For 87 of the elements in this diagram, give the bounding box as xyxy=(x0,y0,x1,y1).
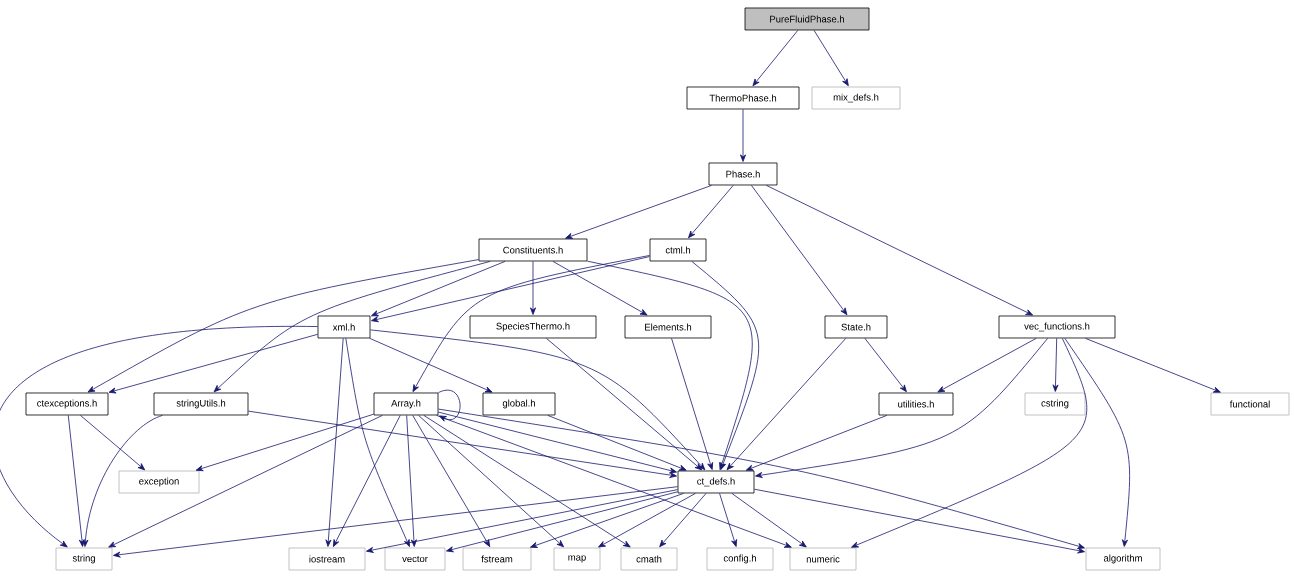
file-box: utilities.h xyxy=(878,392,954,416)
arrow xyxy=(851,338,1087,548)
arrow xyxy=(325,338,344,547)
file-box: Elements.h xyxy=(624,315,712,339)
arrow xyxy=(80,415,146,471)
arrow xyxy=(438,408,1085,549)
arrow xyxy=(731,493,807,548)
arrow xyxy=(371,256,650,323)
arrow xyxy=(565,185,712,239)
arrow xyxy=(371,261,506,317)
file-box: string xyxy=(55,547,113,571)
arrow xyxy=(587,260,753,470)
file-box: cstring xyxy=(1024,392,1086,416)
arrow xyxy=(438,411,677,474)
arrow xyxy=(418,415,564,548)
arrow xyxy=(345,338,410,547)
arrow xyxy=(766,185,1034,316)
file-box: PureFluidPhase.h xyxy=(744,7,870,31)
arrow xyxy=(406,415,417,547)
arrow xyxy=(332,415,401,547)
arrow xyxy=(754,488,1085,554)
arrow xyxy=(688,185,734,239)
arrow xyxy=(659,493,707,548)
arrow xyxy=(82,415,163,547)
file-box: algorithm xyxy=(1085,547,1161,571)
file-box: State.h xyxy=(824,315,888,339)
file-box: ct_defs.h xyxy=(677,470,755,494)
arrow xyxy=(369,338,493,393)
arrow xyxy=(671,338,714,470)
arrow xyxy=(752,30,799,87)
arrow xyxy=(745,415,888,471)
file-box: Constituents.h xyxy=(478,238,588,262)
arrow xyxy=(436,415,792,548)
arrow xyxy=(530,493,684,548)
file-box: xml.h xyxy=(317,315,371,339)
file-box: cmath xyxy=(620,547,678,571)
arrow xyxy=(552,261,648,316)
arrow xyxy=(195,413,374,472)
arrow xyxy=(366,489,678,553)
file-box: SpeciesThermo.h xyxy=(469,315,597,339)
arrow xyxy=(412,255,650,393)
arrow xyxy=(691,261,759,470)
arrow xyxy=(530,261,536,315)
arrow xyxy=(1064,338,1130,547)
file-box: ThermoPhase.h xyxy=(686,86,800,110)
arrow xyxy=(755,338,1049,478)
file-box: map xyxy=(553,547,601,571)
arrow xyxy=(67,415,85,547)
file-box: stringUtils.h xyxy=(153,392,249,416)
arrow xyxy=(113,486,678,558)
file-box: functional xyxy=(1210,392,1290,416)
arrow xyxy=(423,415,631,548)
file-box: vec_functions.h xyxy=(998,315,1116,339)
arrow xyxy=(864,338,907,393)
file-box: ctml.h xyxy=(649,238,707,262)
arrow xyxy=(546,338,703,471)
arrow xyxy=(547,415,687,471)
arrow xyxy=(937,338,1037,393)
file-box: mix_defs.h xyxy=(811,86,901,110)
arrow xyxy=(719,493,738,547)
arrow xyxy=(213,261,491,393)
arrow xyxy=(0,326,318,548)
file-box: iostream xyxy=(288,547,366,571)
arrow xyxy=(740,109,746,162)
file-box: config.h xyxy=(706,547,774,571)
arrow xyxy=(412,415,491,548)
arrow xyxy=(370,329,706,471)
arrow xyxy=(108,333,318,394)
arrow xyxy=(446,491,678,553)
file-box: vector xyxy=(384,547,446,571)
arrow xyxy=(87,259,479,393)
arrow xyxy=(1052,338,1059,392)
file-box: Array.h xyxy=(373,392,439,416)
arrow xyxy=(751,185,848,316)
file-box: exception xyxy=(118,470,200,494)
arrow xyxy=(598,493,696,548)
file-box: ctexceptions.h xyxy=(25,392,109,416)
arrow xyxy=(1085,338,1221,393)
arrow xyxy=(248,410,677,478)
arrow xyxy=(726,338,847,471)
arrow xyxy=(108,415,383,548)
file-box: Phase.h xyxy=(708,162,778,186)
arrow xyxy=(813,30,849,87)
file-box: global.h xyxy=(482,392,556,416)
file-box: numeric xyxy=(789,547,857,571)
file-box: fstream xyxy=(462,547,532,571)
arrow xyxy=(438,389,461,422)
